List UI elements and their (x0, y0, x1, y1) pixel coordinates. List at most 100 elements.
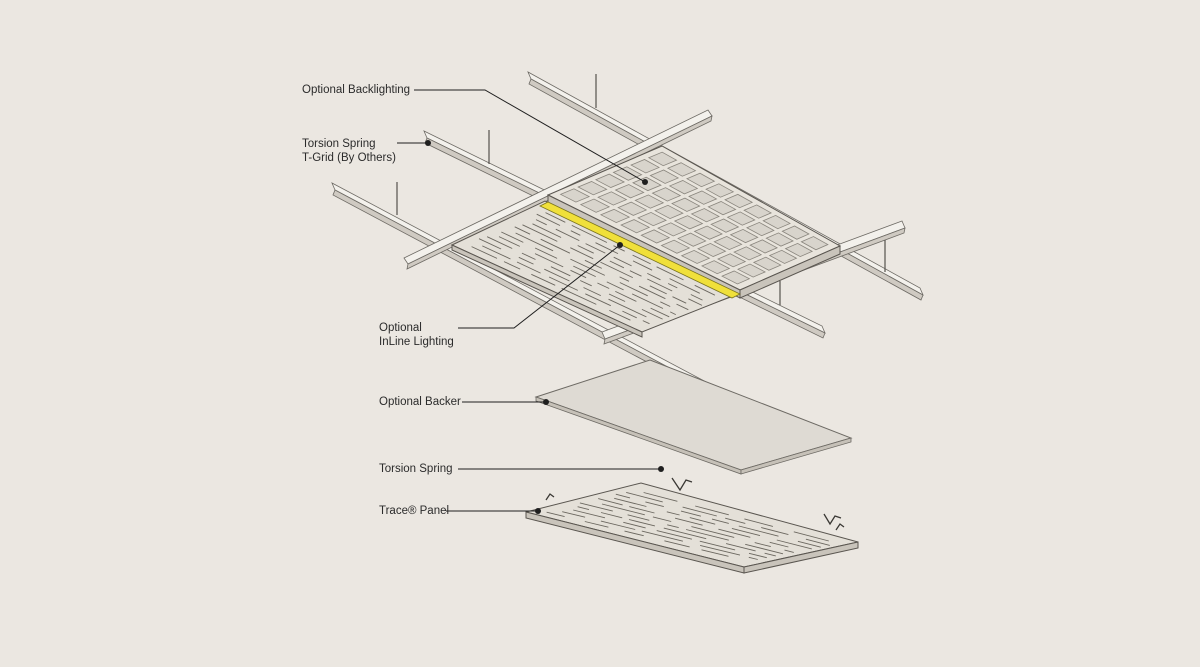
torsion-spring (545, 493, 555, 501)
leader-dot (543, 399, 549, 405)
grain-stroke (748, 552, 767, 559)
grain-stroke (501, 231, 524, 243)
backlight-cell (768, 249, 798, 264)
leader-backlighting (414, 89, 646, 183)
grain-stroke (623, 521, 646, 529)
grain-stroke (597, 282, 610, 289)
grain-stroke (522, 224, 558, 242)
grain-stroke (629, 506, 655, 514)
grain-stroke (615, 290, 637, 302)
grain-stroke (663, 527, 707, 540)
backlight-cell (743, 204, 773, 219)
backlight-cell (710, 218, 740, 233)
grain-stroke (676, 303, 689, 311)
grain-stroke (585, 243, 606, 254)
grain-stroke (540, 238, 571, 254)
grain-stroke (647, 272, 661, 281)
backlight-cell (657, 222, 687, 237)
grain-stroke (518, 256, 534, 265)
backlight-cell (707, 201, 737, 216)
grain-stroke (685, 529, 729, 541)
grain-stroke (608, 298, 647, 318)
backlight-cell (654, 204, 684, 220)
grain-stroke (627, 514, 650, 521)
inline-light-strip (539, 201, 741, 299)
grain-stroke (584, 259, 602, 269)
grain-stroke (748, 556, 758, 560)
backlight-cell (597, 191, 628, 206)
backlight-cell (784, 242, 814, 258)
backlight-cell (724, 193, 754, 209)
panel-grain (471, 212, 716, 325)
grain-stroke (514, 226, 531, 235)
grain-stroke (600, 520, 636, 530)
grain-stroke (701, 549, 729, 557)
grain-stroke (624, 530, 644, 537)
grain-stroke (652, 516, 672, 522)
label-torsion-spring: Torsion Spring (379, 462, 453, 476)
grain-stroke (515, 232, 554, 252)
label-trace-panel: Trace® Panel (379, 504, 449, 518)
grain-stroke (619, 276, 630, 282)
grain-stroke (643, 492, 678, 502)
leader-inline-lighting (458, 244, 621, 329)
grain-stroke (498, 236, 520, 247)
backlight-cell (800, 236, 829, 251)
grain-stroke (674, 517, 703, 526)
grain-stroke (585, 293, 611, 307)
backlight-cell (765, 232, 794, 247)
grain-stroke (641, 530, 684, 542)
grain-stroke (595, 242, 619, 255)
backlight-cell (620, 219, 651, 234)
grain-stroke (580, 280, 592, 287)
backlight-cell (749, 239, 779, 254)
grain-stroke (535, 219, 547, 226)
grain-stroke (656, 530, 693, 540)
backlight-cell (630, 159, 660, 174)
grain-stroke (667, 283, 678, 289)
grain-stroke (745, 543, 784, 555)
label-text: Optional Backlighting (302, 84, 411, 96)
grain-stroke (619, 282, 648, 297)
backlight-cell (737, 263, 767, 278)
grain-stroke (805, 538, 830, 546)
backlight-cell (693, 225, 723, 240)
grain-stroke (628, 519, 656, 527)
grain-stroke (544, 268, 570, 282)
grain-stroke (642, 320, 650, 325)
label-text: T-Grid (By Others) (302, 152, 396, 164)
label-text: Torsion Spring (302, 138, 376, 150)
grain-stroke (536, 213, 561, 226)
leader-dot (658, 466, 664, 472)
grain-stroke (609, 260, 625, 269)
grain-stroke (680, 510, 702, 517)
grain-stroke (669, 278, 700, 294)
label-text: InLine Lighting (379, 336, 454, 348)
grain-stroke (647, 278, 673, 292)
grain-stroke (641, 308, 663, 320)
grain-stroke (631, 293, 664, 309)
grain-stroke (600, 512, 623, 519)
grain-stroke (531, 273, 556, 286)
grain-stroke (570, 258, 605, 276)
backlight-cell (700, 260, 731, 275)
backlight-cell (599, 208, 631, 224)
backlight-cell (640, 229, 671, 244)
backlight-cell (671, 197, 701, 212)
grain-stroke (598, 498, 623, 506)
grain-stroke (534, 253, 564, 268)
grain-stroke (689, 517, 716, 525)
grain-stroke (478, 238, 502, 250)
grain-stroke (626, 491, 663, 503)
leader-dot (642, 179, 648, 185)
backlight-cell (752, 256, 782, 271)
torsion-spring (823, 513, 842, 526)
grain-stroke (629, 270, 642, 277)
leader-dot (617, 242, 623, 248)
grain-stroke (521, 252, 536, 260)
grain-stroke (695, 505, 729, 516)
backlight-cell (594, 173, 626, 188)
grain-stroke (583, 287, 601, 297)
backlight-cell (717, 253, 747, 268)
